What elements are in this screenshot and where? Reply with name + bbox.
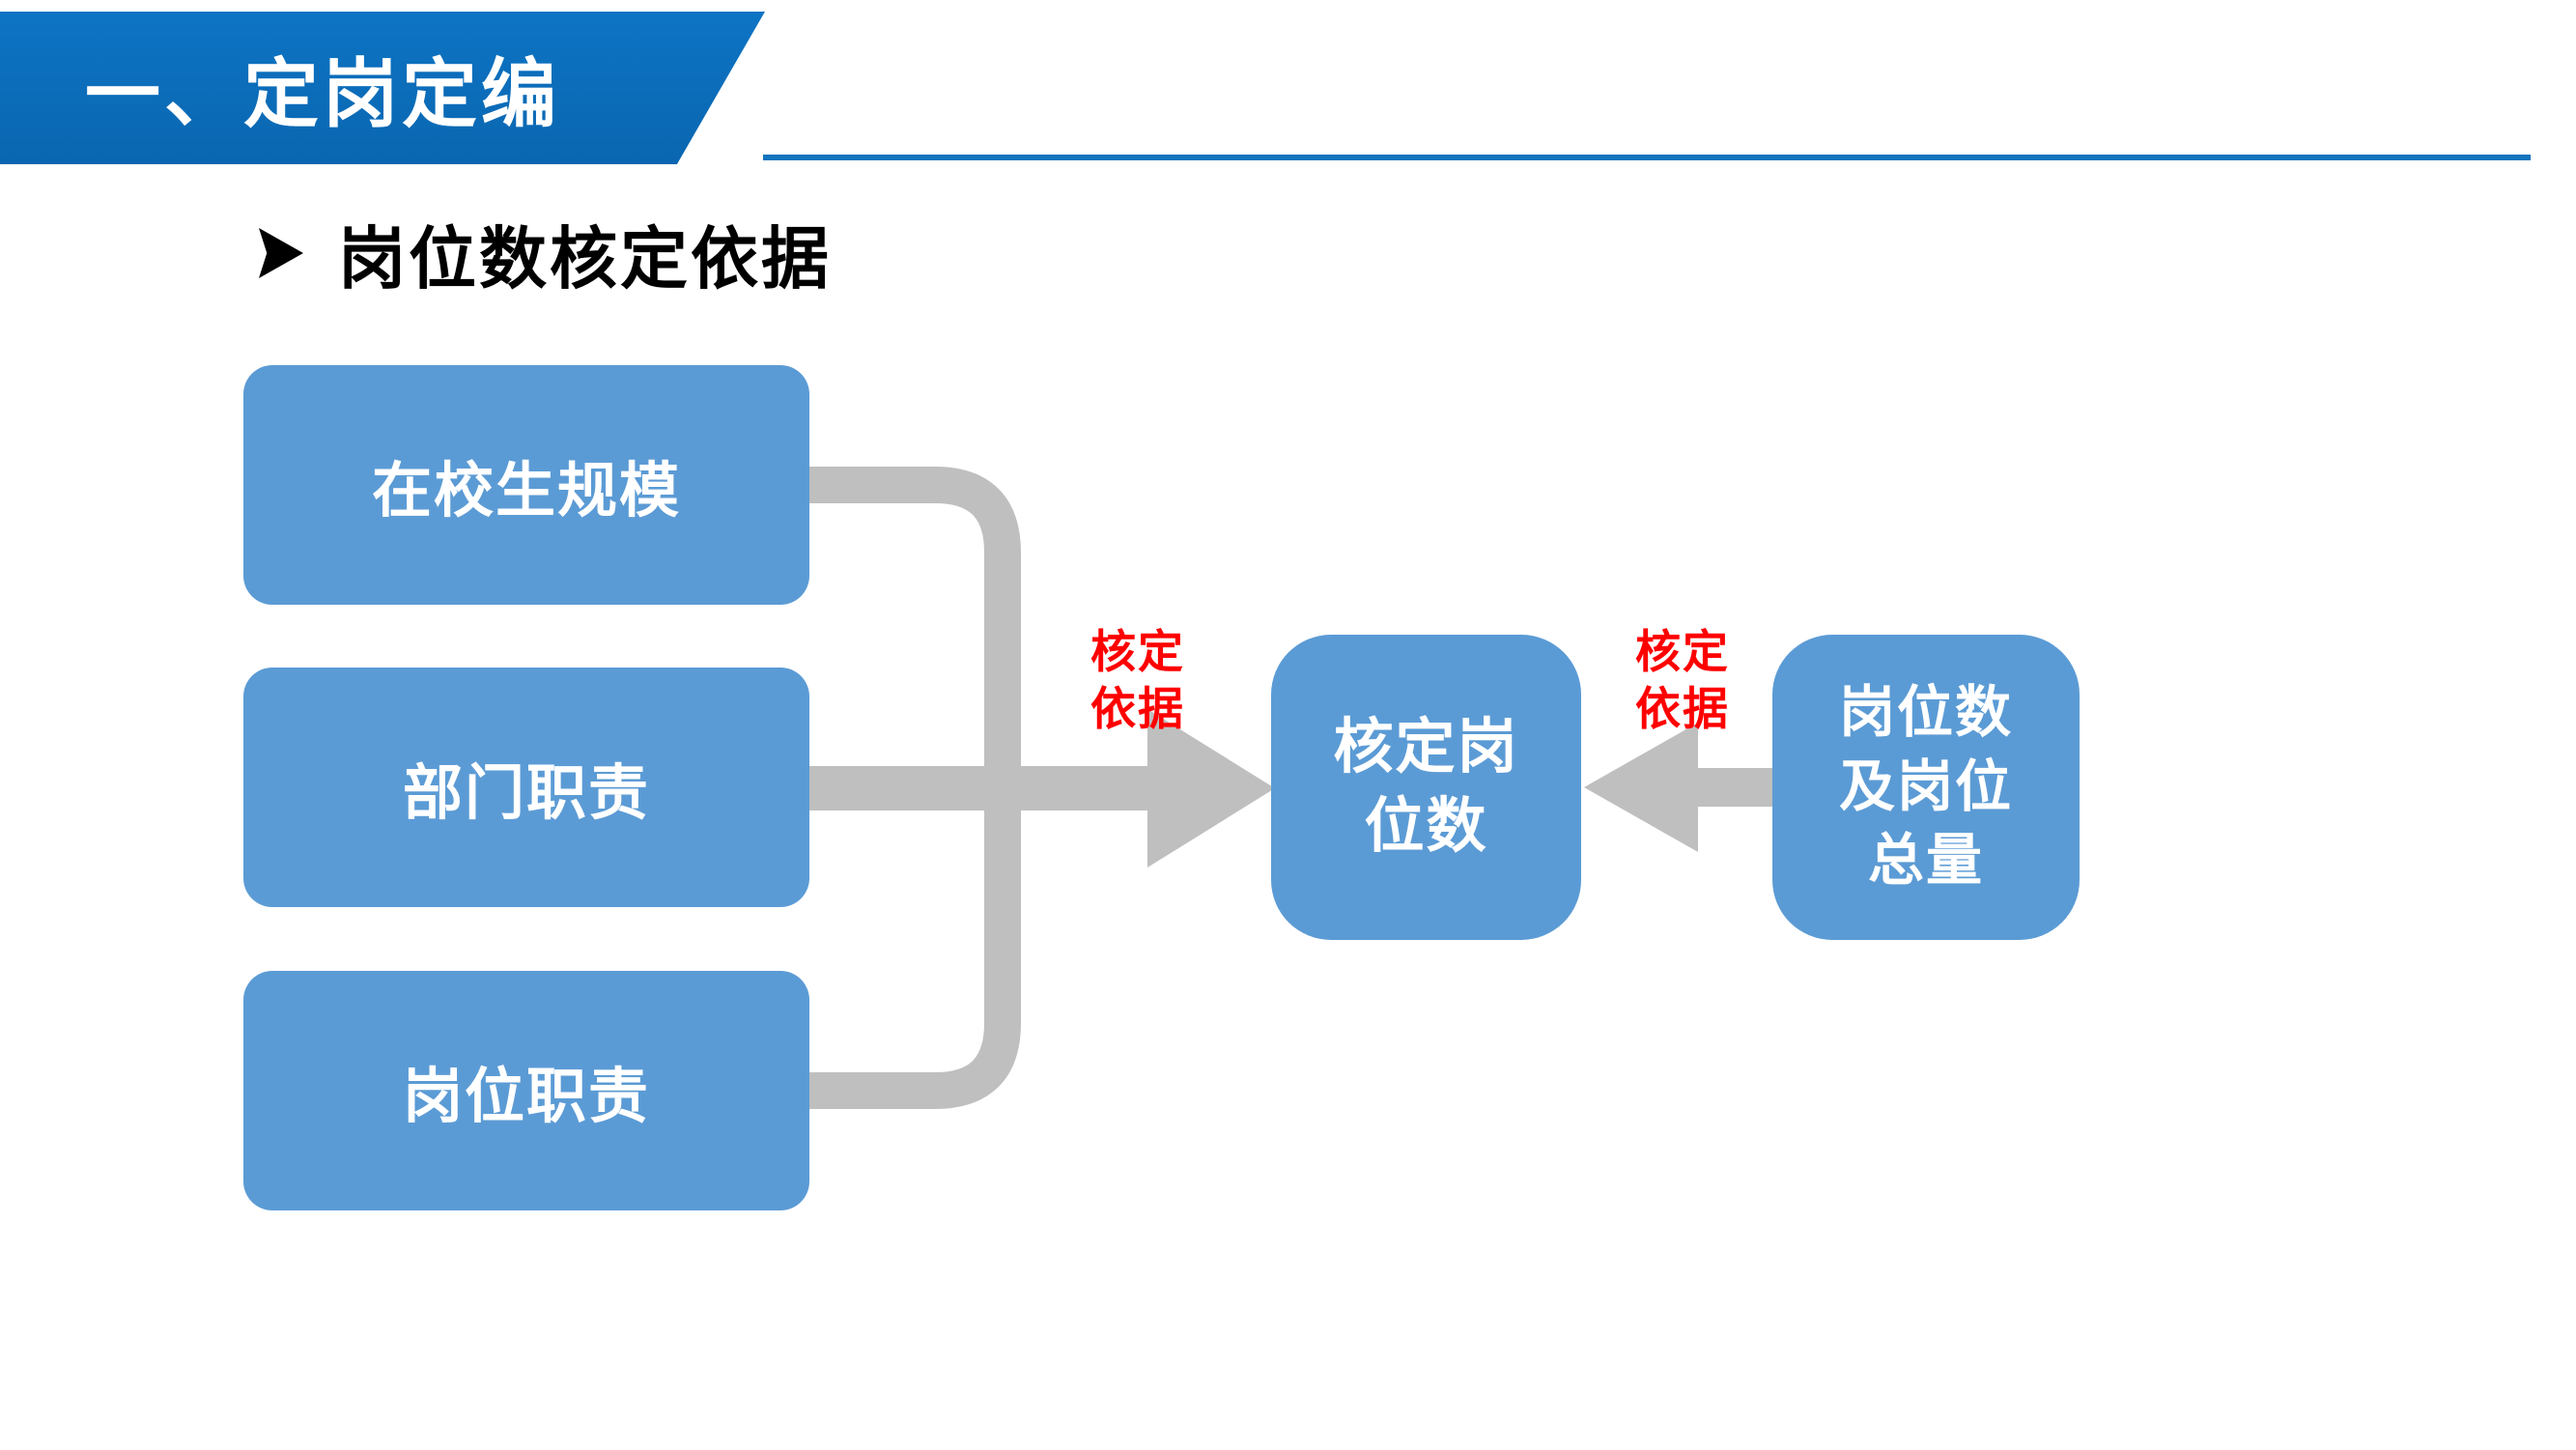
section-header-banner: 一、定岗定编: [0, 12, 765, 164]
center-box-label: 核定岗 位数: [1333, 714, 1519, 860]
arrowhead-right-pointing: [1147, 709, 1275, 867]
input-box-student-scale: 在校生规模: [243, 365, 809, 605]
center-box-approved-post-count: 核定岗 位数: [1271, 635, 1581, 940]
input-box-department-duties: 部门职责: [243, 668, 809, 907]
input-box-department-duties-label: 部门职责: [402, 760, 650, 827]
header-rule-line: [763, 155, 2531, 160]
right-box-label: 岗位数 及岗位 总量: [1838, 681, 2013, 893]
arrowhead-left-pointing: [1584, 723, 1698, 852]
right-arrow-label: 核定 依据: [1635, 626, 1730, 734]
right-box-post-count-total: 岗位数 及岗位 总量: [1772, 635, 2080, 940]
connector-bottom-elbow: [809, 788, 1021, 1109]
left-arrow-label: 核定 依据: [1090, 626, 1185, 734]
bullet-heading-text: 岗位数核定依据: [338, 220, 832, 297]
input-box-post-duties-label: 岗位职责: [402, 1064, 650, 1130]
input-box-post-duties: 岗位职责: [243, 971, 809, 1210]
section-header-title: 一、定岗定编: [85, 51, 561, 136]
bullet-heading: 岗位数核定依据: [259, 205, 832, 301]
input-box-student-scale-label: 在校生规模: [371, 458, 681, 525]
connector-top-elbow: [809, 467, 1021, 788]
